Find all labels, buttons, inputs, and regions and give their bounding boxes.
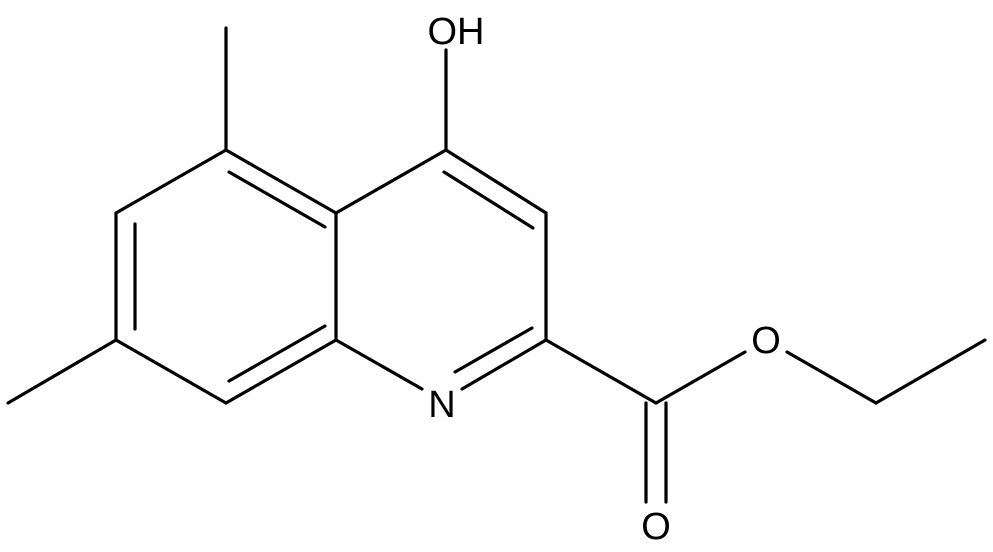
bond-c4-c3	[444, 148, 548, 215]
bond-c8-c8a	[224, 338, 338, 405]
bond-c2-n1-inner	[453, 326, 534, 374]
bond-c7-methyl	[6, 338, 118, 405]
nitrogen-label: N	[428, 384, 455, 426]
bond-ch2-ch3	[874, 338, 987, 405]
bond-c2-carbonyl	[544, 338, 658, 405]
bond-c7-c8	[114, 338, 228, 405]
bond-c5-c6	[114, 148, 228, 215]
bond-c8-c8a-inner	[227, 324, 327, 383]
bond-n1-c8a	[334, 338, 424, 391]
bond-c5-c4a-inner	[227, 170, 327, 229]
bond-c4a-c4	[334, 148, 448, 215]
bond-ester-o-ch2	[785, 350, 878, 405]
bond-c4-c3-inner	[442, 170, 535, 230]
bond-c5-c4a	[224, 148, 338, 215]
carbonyl-oxygen-label: O	[641, 506, 671, 548]
hydroxyl-label: OH	[428, 11, 485, 53]
bond-c2-n1	[460, 338, 548, 391]
ester-oxygen-label: O	[751, 320, 781, 362]
bond-carbonyl-ester-o	[654, 350, 747, 405]
